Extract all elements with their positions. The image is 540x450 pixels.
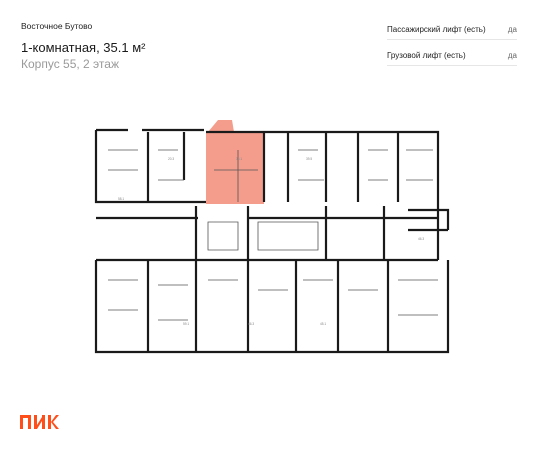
pik-logo — [20, 415, 59, 429]
room-label: 39.5 — [306, 157, 312, 161]
floor-plan: 20.3 35.1 39.5 58.1 46.3 59.1 46.3 45.1 — [94, 120, 450, 354]
project-name: Восточное Бутово — [21, 21, 93, 31]
building-floor: Корпус 55, 2 этаж — [21, 57, 119, 71]
feature-passenger-lift: Пассажирский лифт (есть) да — [387, 25, 517, 34]
room-label: 35.1 — [236, 157, 242, 161]
room-label: 20.3 — [168, 157, 174, 161]
apartment-title: 1-комнатная, 35.1 м² — [21, 40, 146, 55]
divider — [387, 65, 517, 66]
plan-walls — [94, 128, 450, 354]
room-label: 59.1 — [183, 322, 189, 326]
selected-apartment-bay — [208, 120, 234, 132]
room-label: 46.3 — [248, 322, 254, 326]
selected-apartment[interactable] — [206, 132, 264, 204]
room-area-labels: 20.3 35.1 39.5 58.1 46.3 59.1 46.3 45.1 — [118, 157, 424, 326]
feature-label: Пассажирский лифт (есть) — [387, 25, 486, 34]
room-label: 58.1 — [118, 197, 124, 201]
room-label: 46.3 — [418, 237, 424, 241]
feature-value: да — [507, 51, 517, 60]
divider — [387, 39, 517, 40]
feature-value: да — [507, 25, 517, 34]
room-label: 45.1 — [320, 322, 326, 326]
plan-interior-lines — [108, 149, 438, 321]
feature-freight-lift: Грузовой лифт (есть) да — [387, 51, 517, 60]
feature-label: Грузовой лифт (есть) — [387, 51, 466, 60]
